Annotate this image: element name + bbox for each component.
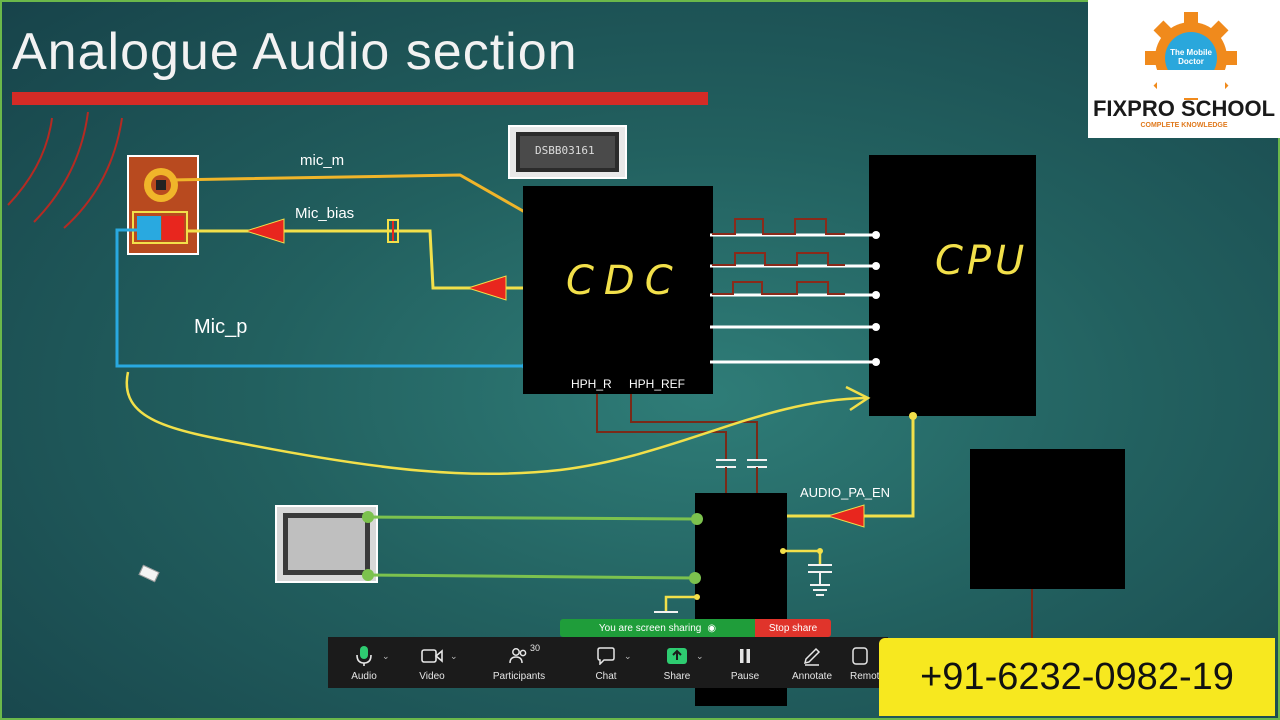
slide-title: Analogue Audio section <box>12 23 578 81</box>
video-camera-icon <box>421 644 443 668</box>
chat-button[interactable]: ⌄ Chat <box>574 637 638 688</box>
remote-label: Remote <box>850 670 886 682</box>
pause-button[interactable]: Pause <box>716 637 774 688</box>
fixpro-logo: The Mobile Doctor FIXPRO SCHOOL COMPLETE… <box>1088 0 1280 138</box>
pencil-icon <box>802 644 822 668</box>
amp-capacitor <box>808 564 832 596</box>
remote-control-icon <box>850 644 870 668</box>
label-cpu: CPU <box>935 238 1029 284</box>
clock-waveforms <box>712 218 845 295</box>
chip-marking: DSBB03161 <box>535 144 595 157</box>
mic-pad-blue <box>137 216 161 240</box>
annotate-label: Annotate <box>791 670 833 682</box>
phone-number: +91-6232-0982-19 <box>920 655 1234 698</box>
wire-mic-m <box>169 173 531 217</box>
cpu-chip <box>869 155 1036 416</box>
codec-chip <box>523 186 713 394</box>
audio-label: Audio <box>351 670 377 682</box>
video-button[interactable]: ⌄ Video <box>400 637 464 688</box>
bias-resistor <box>387 219 399 243</box>
label-hph-r: HPH_R <box>571 377 612 391</box>
participants-label: Participants <box>492 670 546 682</box>
mic-pad-red <box>162 216 184 240</box>
share-status: You are screen sharing ◉ <box>560 619 755 637</box>
chevron-down-icon[interactable]: ⌄ <box>624 651 632 661</box>
annotate-button[interactable]: Annotate <box>774 637 850 688</box>
phone-number-banner: +91-6232-0982-19 <box>879 638 1275 716</box>
gear-icon <box>1145 12 1237 100</box>
share-screen-icon <box>666 644 688 668</box>
arrow-audio-pa-en <box>826 504 865 528</box>
label-mic-p: Mic_p <box>194 316 248 338</box>
chevron-down-icon[interactable]: ⌄ <box>696 651 704 661</box>
gear-text: The Mobile Doctor <box>1170 48 1212 66</box>
label-mic-bias: Mic_bias <box>295 205 355 222</box>
signal-path-curve <box>125 371 867 476</box>
share-status-text: You are screen sharing <box>598 622 702 634</box>
share-label: Share <box>663 670 691 682</box>
wire-hph <box>596 394 767 493</box>
pause-label: Pause <box>730 670 760 682</box>
stop-share-label: Stop share <box>768 622 818 634</box>
arrow-mic-bias <box>244 218 285 244</box>
logo-name: FIXPRO SCHOOL <box>1092 96 1276 121</box>
extra-chip <box>970 449 1125 589</box>
sound-waves <box>7 111 123 229</box>
label-hph-ref: HPH_REF <box>629 377 686 391</box>
logo-tagline: COMPLETE KNOWLEDGE <box>1140 122 1228 129</box>
pause-icon <box>738 644 752 668</box>
chevron-down-icon[interactable]: ⌄ <box>450 651 458 661</box>
participants-button[interactable]: 30 Participants <box>464 637 574 688</box>
chevron-down-icon[interactable]: ⌄ <box>382 651 390 661</box>
wire-speaker <box>367 515 698 580</box>
wire-audio-pa-en <box>787 416 915 518</box>
participant-count: 30 <box>530 643 541 653</box>
participants-icon <box>509 644 529 668</box>
wire-mic-bias <box>186 229 528 290</box>
shield-icon: ◉ <box>707 622 717 634</box>
video-label: Video <box>419 670 445 682</box>
meeting-toolbar: ⌄ Audio ⌄ Video 30 Participants ⌄ Chat ⌄… <box>328 637 888 688</box>
title-underline <box>12 92 708 105</box>
stop-share-button[interactable]: Stop share <box>755 619 831 637</box>
share-button[interactable]: ⌄ Share <box>638 637 716 688</box>
label-audio-pa-en: AUDIO_PA_EN <box>800 485 891 500</box>
audio-button[interactable]: ⌄ Audio <box>328 637 400 688</box>
wire-mic-p <box>115 228 526 368</box>
microphone-icon <box>355 644 373 668</box>
chat-label: Chat <box>595 670 617 682</box>
remote-control-button[interactable]: Remote <box>850 637 888 688</box>
label-codec: CDC <box>566 258 683 304</box>
chat-icon <box>596 644 616 668</box>
arrow-cdc-bias <box>466 275 507 301</box>
screen-share-bar: You are screen sharing ◉ Stop share <box>560 619 831 637</box>
label-mic-m: mic_m <box>300 152 345 169</box>
